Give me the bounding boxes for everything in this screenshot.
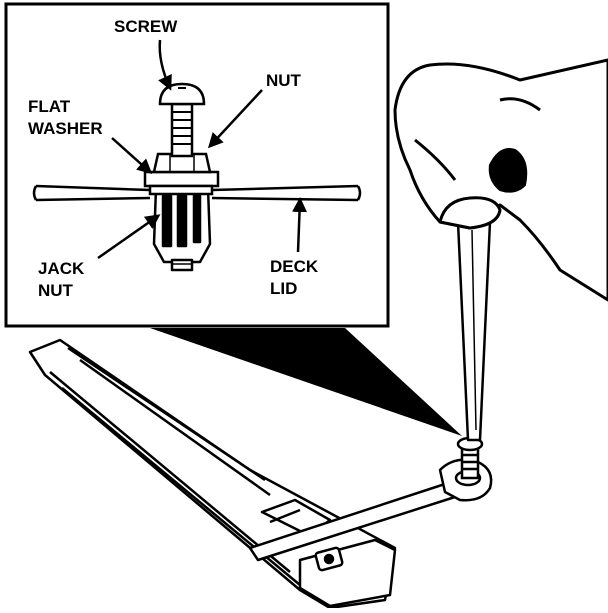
jack-nut [152, 186, 212, 272]
jack-nut-leader [97, 214, 161, 260]
label-deck-lid-line1: DECK [270, 257, 319, 276]
deck-lid-panel [32, 184, 362, 202]
flat-washer [143, 170, 220, 196]
label-jack-nut-line1: JACK [38, 259, 85, 278]
screw-in-place [456, 436, 484, 480]
detail-inset: SCREW NUT FLAT WASHER JACK NUT DECK LID [4, 2, 390, 328]
label-deck-lid-line2: LID [270, 279, 297, 298]
label-flat-washer-line2: WASHER [28, 119, 103, 138]
leader-arrows [97, 39, 308, 260]
hand [393, 58, 608, 302]
screwdriver [456, 220, 492, 442]
nut-leader [207, 89, 263, 149]
label-flat-washer-line1: FLAT [28, 97, 71, 116]
label-jack-nut-line2: NUT [38, 281, 74, 300]
label-nut: NUT [266, 71, 302, 90]
detail-callout-wedge [150, 328, 462, 436]
label-screw: SCREW [114, 17, 178, 36]
flat-washer-leader [111, 137, 153, 175]
deck-lid-leader [292, 197, 308, 253]
screw-leader [158, 39, 172, 91]
